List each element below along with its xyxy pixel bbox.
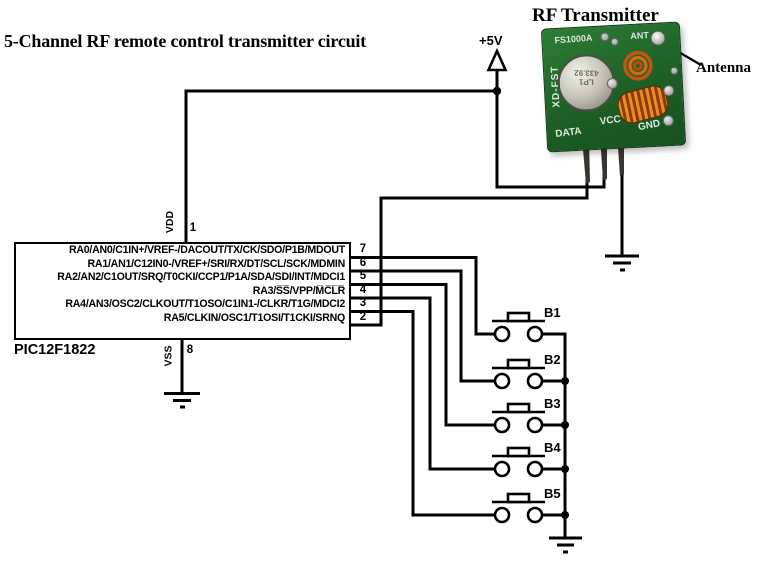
ic-pin7-number: 7 xyxy=(359,243,367,255)
data-wire xyxy=(349,164,589,327)
rf-transmitter-heading: RF Transmitter xyxy=(532,5,659,26)
vdd-wire xyxy=(184,89,499,244)
data-pin-label: DATA xyxy=(554,125,583,140)
pin7-b1-wire xyxy=(349,256,496,336)
board-model-label: FS1000A xyxy=(554,32,593,46)
button-b5-label: B5 xyxy=(544,486,561,501)
solder-joint xyxy=(606,77,619,90)
pcb-pad xyxy=(600,32,610,42)
antenna-label: Antenna xyxy=(696,60,752,76)
pin6-b2-wire xyxy=(349,269,496,383)
page-title: 5-Channel RF remote control transmitter … xyxy=(4,31,367,51)
button-b2 xyxy=(492,358,545,390)
button-b2-label: B2 xyxy=(544,352,561,367)
ant-pad-label: ANT xyxy=(630,30,650,42)
ground-symbol-buttons xyxy=(549,536,582,554)
vss-pin-label: VSS xyxy=(162,345,175,367)
ic-pin3-number: 3 xyxy=(359,297,367,309)
pin5-b3-wire xyxy=(349,283,496,427)
ic-pin6-number: 6 xyxy=(359,256,367,269)
ic-pin2-number: 2 xyxy=(359,310,367,323)
button-b4 xyxy=(492,446,545,478)
supply-voltage-label: +5V xyxy=(479,33,503,48)
button-b5 xyxy=(492,492,545,524)
button-b3 xyxy=(492,402,545,434)
ic-pin4-number: 4 xyxy=(359,283,367,296)
solder-joint xyxy=(662,114,675,127)
ic-pin3-label: RA4/AN3/OSC2/CLKOUT/T1OSO/C1IN1-/CLKR/T1… xyxy=(65,298,345,310)
crystal-frequency-label: 433.92 xyxy=(574,68,599,78)
button-b1-label: B1 xyxy=(544,305,561,320)
ground-symbol-vss xyxy=(164,391,200,409)
vcc-pin-label: VCC xyxy=(599,113,622,128)
button-b3-label: B3 xyxy=(544,396,561,411)
ic-pin4-label: RA3/S̅S̅/VPP/M̅C̅L̅R̅ xyxy=(252,284,345,297)
ground-symbol-rf xyxy=(605,254,639,272)
button-b4-label: B4 xyxy=(544,440,561,455)
vdd-pin-number: 1 xyxy=(189,222,197,234)
crystal-part-label: LP1 xyxy=(578,77,594,87)
junction-dots xyxy=(492,86,569,519)
pcb-pad xyxy=(670,66,679,76)
ic-pin6-label: RA1/AN1/C12IN0-/VREF+/SRI/RX/DT/SCL/SCK/… xyxy=(87,257,346,270)
ic-pin5-label: RA2/AN2/C1OUT/SRQ/T0CKI/CCP1/P1A/SDA/SDI… xyxy=(57,271,345,283)
pin3-b5-wire xyxy=(349,310,496,517)
ic-pin7-label: RA0/AN0/C1IN+/VREF-/DACOUT/TX/CK/SDO/P1B… xyxy=(68,244,345,256)
ic-pin5-number: 5 xyxy=(359,270,367,282)
ic-body xyxy=(14,242,351,340)
ic-pin2-label: RA5/CLKIN/OSC1/T1OSI/T1CKI/SRNQ xyxy=(163,311,345,324)
button-b1 xyxy=(492,311,545,343)
ic-part-number: PIC12F1822 xyxy=(14,342,96,358)
spiral-antenna-coil xyxy=(623,50,653,81)
supply-arrow-icon xyxy=(486,47,508,72)
vss-pin-number: 8 xyxy=(186,344,194,356)
solder-joint xyxy=(662,84,675,97)
pin4-b4-wire xyxy=(349,296,496,471)
vdd-pin-label: VDD xyxy=(164,210,177,234)
rf-transmitter-module: FS1000A ANT XD-FST LP1 433.92 DATA VCC G… xyxy=(540,21,687,153)
